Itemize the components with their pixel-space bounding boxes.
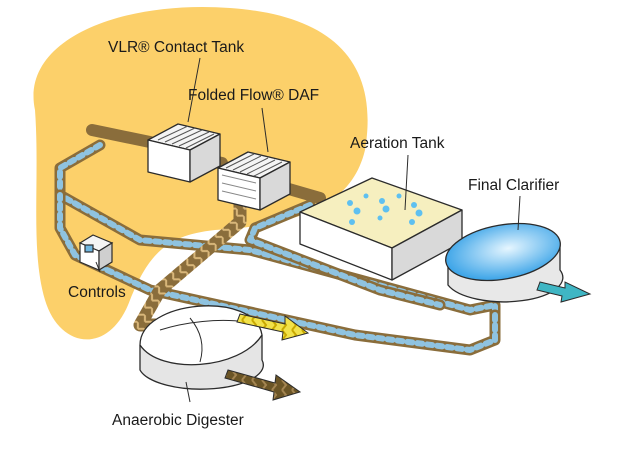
aeration-tank <box>299 177 463 281</box>
effluent-arrow <box>536 281 592 303</box>
label-contact-tank: VLR® Contact Tank <box>108 39 244 56</box>
daf-plates <box>221 153 283 200</box>
contact-tank <box>147 123 221 183</box>
biogas-arrow <box>236 313 310 341</box>
aeration-bubbles <box>347 193 423 225</box>
digestate-arrow <box>224 369 302 401</box>
daf-unit <box>217 151 291 211</box>
leader-lines <box>185 57 521 403</box>
label-final-clarifier: Final Clarifier <box>468 177 559 194</box>
label-aeration-tank: Aeration Tank <box>350 135 445 152</box>
contact-tank-plates <box>157 125 215 149</box>
controls-box <box>78 234 114 272</box>
controls-leader <box>95 261 101 273</box>
label-daf: Folded Flow® DAF <box>188 87 319 104</box>
label-digester: Anaerobic Digester <box>112 412 244 429</box>
pipe-aeration-loop <box>244 199 446 311</box>
pipe-return-loop <box>54 139 501 321</box>
pipe-bottom-return <box>54 189 501 356</box>
final-clarifier <box>445 222 564 303</box>
label-controls: Controls <box>68 284 126 301</box>
